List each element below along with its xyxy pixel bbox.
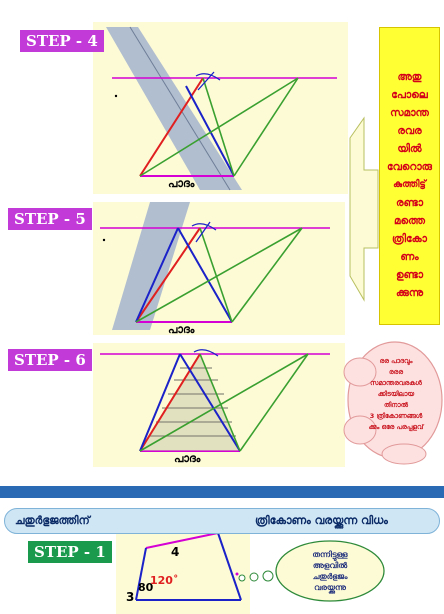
note-line: രവര bbox=[397, 125, 422, 137]
vertex-label-3: 3 bbox=[126, 590, 135, 604]
set-square-ruler bbox=[112, 202, 190, 330]
note-line: ഉണ്ടാ bbox=[395, 269, 424, 281]
cloud-line: രര പാദവും bbox=[379, 357, 413, 365]
blue-side bbox=[185, 85, 235, 177]
arrow-shape bbox=[349, 116, 379, 302]
step1-construction bbox=[116, 518, 250, 614]
shaded-triangle bbox=[140, 354, 240, 451]
blue-side-a bbox=[139, 353, 181, 452]
cloud1-text: രര പാദവും രരര സമാന്തരവരകൾ ക്കിടയിലായ തിന… bbox=[354, 356, 438, 433]
step6-base-label: പാദം bbox=[174, 452, 201, 465]
green-side-b bbox=[239, 353, 309, 452]
step1-label: STEP - 1 bbox=[28, 541, 112, 563]
cloud-line: രരര bbox=[389, 368, 403, 376]
cloud-line: തന്നിട്ടുള്ള bbox=[312, 550, 348, 559]
note-line: മത്തെ bbox=[394, 215, 425, 227]
side-left bbox=[135, 547, 147, 601]
title-left: ചതുർഭുജത്തിന് bbox=[15, 514, 90, 527]
note-line: ത്രികോ bbox=[392, 233, 427, 245]
step4-construction bbox=[106, 26, 337, 191]
cloud-line: ക്കിടയിലായ bbox=[377, 390, 415, 398]
note-line: കുത്തിട്ട് bbox=[393, 179, 426, 190]
green-side-b bbox=[231, 227, 303, 323]
blue-side-b bbox=[179, 353, 241, 452]
section-title: ചതുർഭുജത്തിന് ത്രികോണം വരയ്ക്കുന്ന വിധം bbox=[4, 508, 440, 534]
green-side-b bbox=[233, 77, 299, 177]
title-right: ത്രികോണം വരയ്ക്കുന്ന വിധം bbox=[255, 514, 388, 527]
arc-cross bbox=[195, 221, 211, 243]
cloud-line: 3 ത്രികോണങ്ങൾ bbox=[369, 412, 423, 420]
cloud2-text: തന്നിട്ടുള്ള അളവിൽ ചതുർഭുജം വരയ്ക്കുന്നു bbox=[282, 549, 378, 593]
note-line: ണം bbox=[400, 251, 419, 263]
thought-cloud-2 bbox=[238, 540, 385, 602]
step4-base-label: പാദം bbox=[168, 177, 195, 190]
arc-cross bbox=[197, 71, 215, 91]
note-line: അതു bbox=[397, 71, 422, 83]
step5-base-label: പാദം bbox=[168, 323, 195, 336]
step5-construction bbox=[100, 202, 330, 330]
angle-label-80: 80 bbox=[138, 581, 154, 594]
cloud-line: ചതുർഭുജം bbox=[312, 572, 348, 581]
step5-label: STEP - 5 bbox=[8, 208, 92, 230]
ruler-edge bbox=[129, 26, 231, 191]
note-line: രണ്ടാ bbox=[395, 197, 424, 209]
cloud-line: വരയ്ക്കുന്നു bbox=[314, 583, 346, 592]
green-side-c bbox=[199, 353, 241, 452]
thought-cloud-1 bbox=[343, 341, 443, 465]
step6-construction bbox=[100, 349, 330, 452]
cloud-line: ക്കും ഒരേ പരപ്പളവ് bbox=[368, 423, 424, 431]
blue-side-a bbox=[135, 227, 179, 323]
side-label-4: 4 bbox=[171, 545, 180, 559]
cloud-line: സമാന്തരവരകൾ bbox=[370, 379, 422, 387]
green-side-a bbox=[135, 227, 303, 323]
side-top bbox=[145, 532, 219, 549]
note-line: പോലെ bbox=[391, 89, 428, 101]
green-side-c bbox=[202, 77, 235, 177]
note-line: ക്കുന്നു bbox=[395, 287, 424, 299]
arc-mark bbox=[191, 223, 217, 231]
section-divider bbox=[0, 486, 444, 498]
step-note-box: അതു പോലെ സമാന്ത രവര യിൽ വേറൊരു കുത്തിട്ട… bbox=[379, 27, 440, 325]
green-side-c bbox=[199, 227, 233, 323]
arc-mark bbox=[195, 73, 221, 81]
red-side bbox=[139, 77, 204, 177]
step6-label: STEP - 6 bbox=[8, 349, 92, 371]
arc-mark bbox=[193, 349, 219, 357]
cloud-line: അളവിൽ bbox=[312, 561, 348, 570]
red-side bbox=[135, 227, 201, 323]
side-right bbox=[217, 532, 242, 601]
green-side-a bbox=[139, 353, 309, 452]
cloud-line: തിനാൽ bbox=[384, 401, 408, 409]
note-line: യിൽ bbox=[397, 143, 422, 155]
blue-side-b bbox=[177, 227, 233, 323]
note-line: വേറൊരു bbox=[387, 161, 432, 173]
set-square-ruler bbox=[106, 27, 242, 190]
angle-label-120: 120˚ bbox=[150, 574, 179, 587]
step4-label: STEP - 4 bbox=[20, 30, 104, 52]
note-line: സമാന്ത bbox=[390, 107, 429, 119]
